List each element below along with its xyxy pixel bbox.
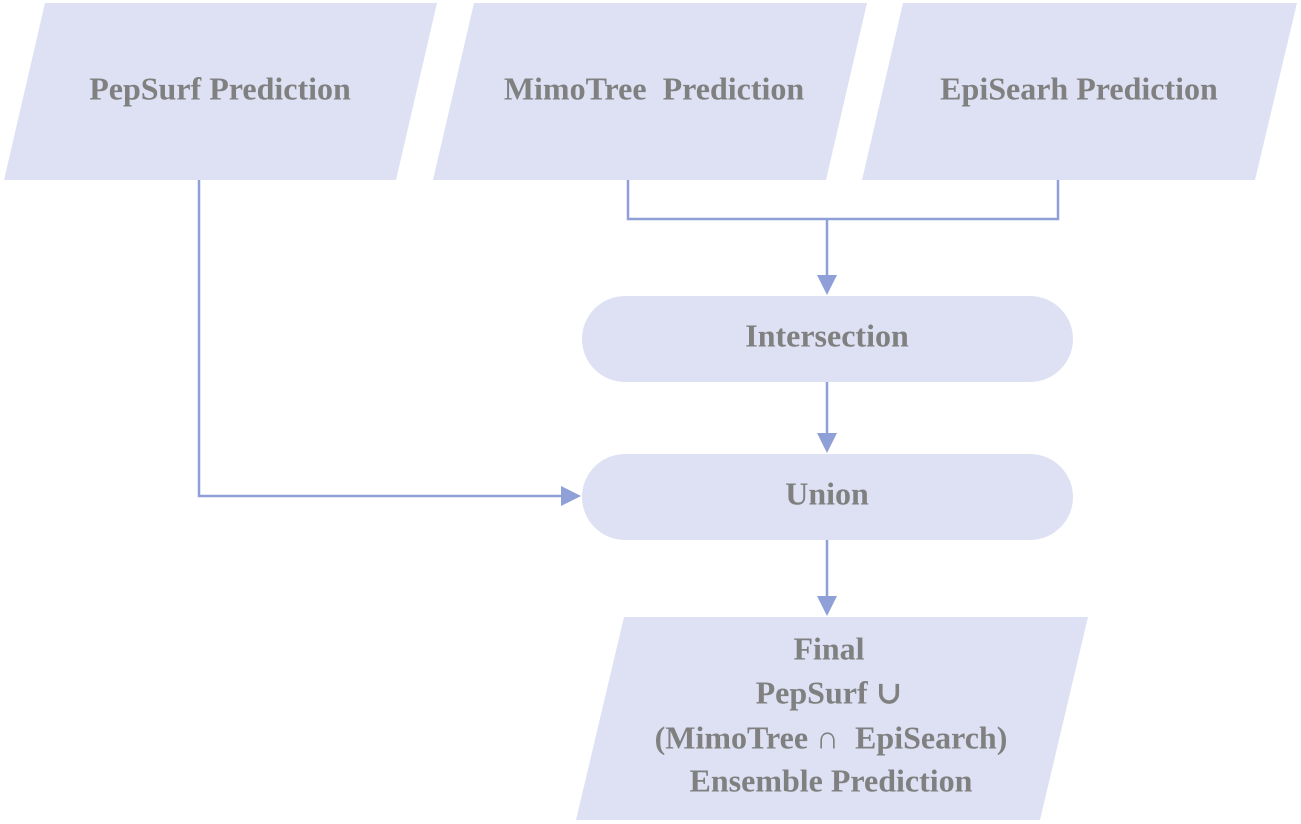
arrowhead-into-final — [817, 596, 837, 616]
arrowhead-into-intersection — [817, 275, 837, 295]
union-label: Union — [785, 475, 869, 511]
connector-intersection-to-union — [817, 382, 837, 453]
union-shape — [582, 454, 1073, 540]
pepsurf-shape — [4, 3, 437, 180]
episearch-label: EpiSearh Prediction — [940, 70, 1218, 106]
connector-mimotree-episearch-to-intersection — [626, 180, 1060, 295]
mimotree-prediction-node: MimoTree Prediction — [433, 3, 867, 180]
pepsurf-label: PepSurf Prediction — [89, 70, 351, 106]
arrowhead-into-union-left — [561, 486, 581, 506]
final-shape — [576, 617, 1088, 820]
union-node: Union — [582, 454, 1073, 540]
intersection-node: Intersection — [582, 296, 1073, 382]
episearch-shape — [862, 3, 1297, 180]
mimotree-shape — [433, 3, 867, 180]
intersection-label: Intersection — [745, 317, 909, 353]
pepsurf-prediction-node: PepSurf Prediction — [4, 3, 437, 180]
final-line-1: Final — [793, 630, 864, 666]
pepsurf-union-line — [197, 180, 564, 498]
episearch-prediction-node: EpiSearh Prediction — [862, 3, 1297, 180]
final-ensemble-node: Final PepSurf ∪ (MimoTree ∩ EpiSearch) E… — [576, 617, 1088, 820]
connector-union-to-final — [817, 540, 837, 616]
intersection-shape — [582, 296, 1073, 382]
arrowhead-into-union-top — [817, 433, 837, 453]
final-line-4: Ensemble Prediction — [690, 762, 973, 798]
mimotree-label: MimoTree Prediction — [504, 70, 805, 106]
final-line-3: (MimoTree ∩ EpiSearch) — [655, 719, 1008, 755]
connector-pepsurf-to-union — [197, 180, 581, 506]
final-line-2: PepSurf ∪ — [756, 674, 903, 710]
merge-connector — [626, 180, 1060, 221]
